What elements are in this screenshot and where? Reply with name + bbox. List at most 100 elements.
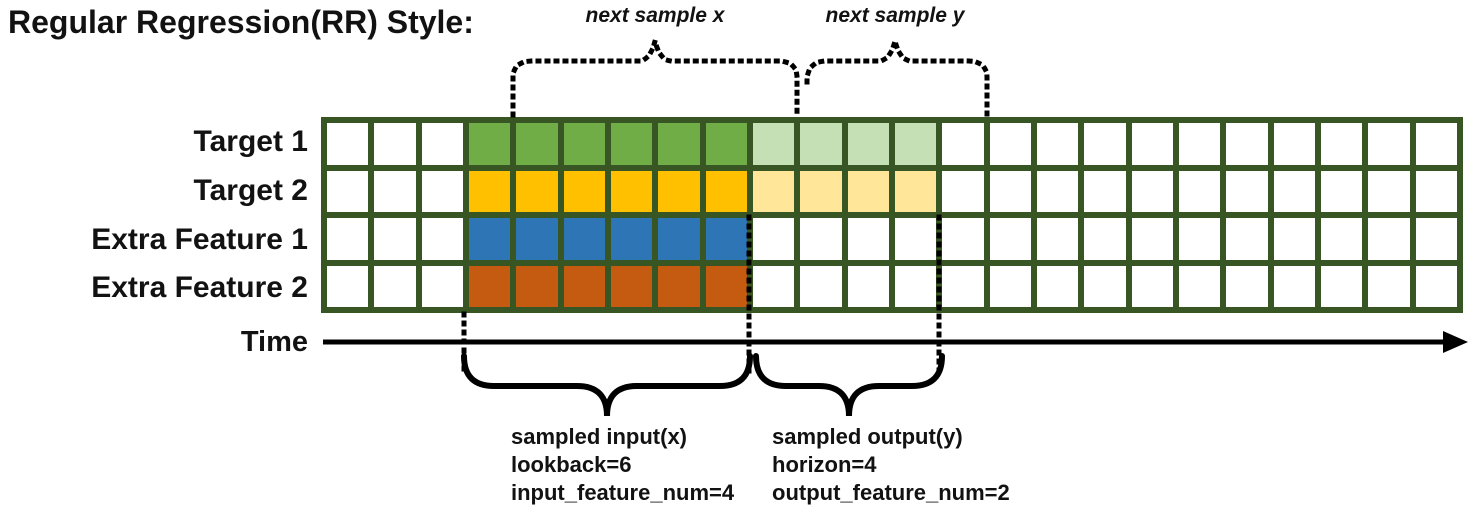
- grid-cell-r2-c17: [1084, 170, 1126, 212]
- grid-cell-r1-c11: [800, 123, 842, 165]
- input-feature-num-value: input_feature_num=4: [511, 480, 735, 505]
- grid-cell-r4-c13: [894, 265, 937, 307]
- grid-cell-r1-c15: [989, 123, 1031, 165]
- next-sample-x-brace: [510, 40, 800, 118]
- grid-cell-r3-c11: [800, 218, 842, 260]
- time-axis-label: Time: [240, 325, 308, 358]
- grid-cell-r1-c23: [1368, 123, 1410, 165]
- grid-cell-r1-c10: [752, 123, 795, 165]
- grid-cell-r3-c6: [563, 218, 605, 260]
- grid-cell-r2-c18: [1131, 170, 1173, 212]
- sampled-output-title: sampled output(y): [772, 424, 963, 449]
- grid-cell-r3-c14: [942, 218, 984, 260]
- grid-cell-r1-c17: [1084, 123, 1126, 165]
- row-label-extra-feature-1: Extra Feature 1: [91, 222, 308, 256]
- grid-cell-r2-c23: [1368, 170, 1410, 212]
- next-sample-y-brace: [804, 40, 990, 118]
- grid-cell-r2-c21: [1273, 170, 1315, 212]
- sampled-input-annotation: sampled input(x) lookback=6 input_featur…: [511, 423, 734, 507]
- grid-cell-r2-c12: [847, 170, 889, 212]
- grid-cell-r4-c4: [468, 265, 511, 307]
- grid-cell-r2-c3: [421, 170, 463, 212]
- lookback-value: lookback=6: [511, 452, 632, 477]
- grid-cell-r4-c16: [1036, 265, 1079, 307]
- output-feature-num-value: output_feature_num=2: [772, 480, 1010, 505]
- grid-cell-r3-c18: [1131, 218, 1173, 260]
- sampled-input-title: sampled input(x): [511, 424, 688, 449]
- grid-cell-r4-c7: [610, 265, 653, 307]
- grid-cell-r2-c14: [942, 170, 984, 212]
- grid-cell-r2-c10: [752, 170, 795, 212]
- grid-cell-r1-c22: [1320, 123, 1363, 165]
- grid-cell-r4-c2: [374, 265, 416, 307]
- grid-cell-r2-c22: [1320, 170, 1363, 212]
- grid-cell-r2-c16: [1036, 170, 1079, 212]
- sampled-output-brace: [753, 353, 945, 417]
- grid-cell-r3-c3: [421, 218, 463, 260]
- grid-cell-r3-c23: [1368, 218, 1410, 260]
- grid-cell-r1-c13: [894, 123, 937, 165]
- grid-cell-r4-c22: [1320, 265, 1363, 307]
- grid-cell-r4-c18: [1131, 265, 1173, 307]
- grid-cell-r3-c20: [1226, 218, 1268, 260]
- grid-cell-r1-c6: [563, 123, 605, 165]
- grid-cell-r2-c20: [1226, 170, 1268, 212]
- grid-cell-r2-c1: [327, 170, 369, 212]
- grid-cell-r2-c2: [374, 170, 416, 212]
- grid-cell-r3-c2: [374, 218, 416, 260]
- page-title: Regular Regression(RR) Style:: [8, 4, 474, 40]
- sampled-input-brace: [461, 353, 753, 417]
- row-label-target-1: Target 1: [193, 124, 308, 158]
- grid-cell-r1-c14: [942, 123, 984, 165]
- grid-cell-r1-c20: [1226, 123, 1268, 165]
- grid-cell-r1-c24: [1415, 123, 1457, 165]
- grid-cell-r2-c4: [468, 170, 511, 212]
- grid-cell-r1-c9: [705, 123, 747, 165]
- next-sample-y-label: next sample y: [825, 4, 965, 27]
- grid-cell-r1-c8: [658, 123, 700, 165]
- grid-cell-r2-c5: [516, 170, 558, 212]
- grid-cell-r1-c1: [327, 123, 369, 165]
- grid-cell-r2-c13: [894, 170, 937, 212]
- grid-cell-r2-c9: [705, 170, 747, 212]
- grid-cell-r1-c16: [1036, 123, 1079, 165]
- grid-cell-r3-c19: [1178, 218, 1221, 260]
- grid-cell-r2-c24: [1415, 170, 1457, 212]
- grid-cell-r3-c8: [658, 218, 700, 260]
- grid-cell-r1-c19: [1178, 123, 1221, 165]
- grid-cell-r4-c9: [705, 265, 747, 307]
- grid-cell-r3-c10: [752, 218, 795, 260]
- grid-cell-r3-c16: [1036, 218, 1079, 260]
- grid-cell-r2-c15: [989, 170, 1031, 212]
- grid-cell-r4-c11: [800, 265, 842, 307]
- next-sample-x-label: next sample x: [585, 4, 725, 27]
- grid-cell-r4-c19: [1178, 265, 1221, 307]
- grid-cell-r4-c6: [563, 265, 605, 307]
- grid-cell-r3-c13: [894, 218, 937, 260]
- grid-cell-r3-c5: [516, 218, 558, 260]
- grid-cell-r3-c4: [468, 218, 511, 260]
- grid-cell-r1-c4: [468, 123, 511, 165]
- grid-cell-r4-c12: [847, 265, 889, 307]
- grid-cell-r1-c7: [610, 123, 653, 165]
- grid-cell-r3-c21: [1273, 218, 1315, 260]
- grid-cell-r1-c21: [1273, 123, 1315, 165]
- grid-cell-r2-c7: [610, 170, 653, 212]
- grid-cell-r4-c23: [1368, 265, 1410, 307]
- time-axis-arrowhead: [1443, 331, 1468, 353]
- grid-cell-r3-c12: [847, 218, 889, 260]
- grid-cell-r1-c2: [374, 123, 416, 165]
- grid-cell-r2-c6: [563, 170, 605, 212]
- row-label-target-2: Target 2: [193, 173, 308, 207]
- grid-cell-r3-c9: [705, 218, 747, 260]
- grid-cell-r4-c10: [752, 265, 795, 307]
- grid-cell-r3-c1: [327, 218, 369, 260]
- grid-cell-r4-c8: [658, 265, 700, 307]
- grid-cell-r3-c15: [989, 218, 1031, 260]
- grid-cell-r4-c3: [421, 265, 463, 307]
- grid-cell-r3-c7: [610, 218, 653, 260]
- grid-cell-r1-c5: [516, 123, 558, 165]
- grid-cell-r4-c1: [327, 265, 369, 307]
- grid-cell-r4-c20: [1226, 265, 1268, 307]
